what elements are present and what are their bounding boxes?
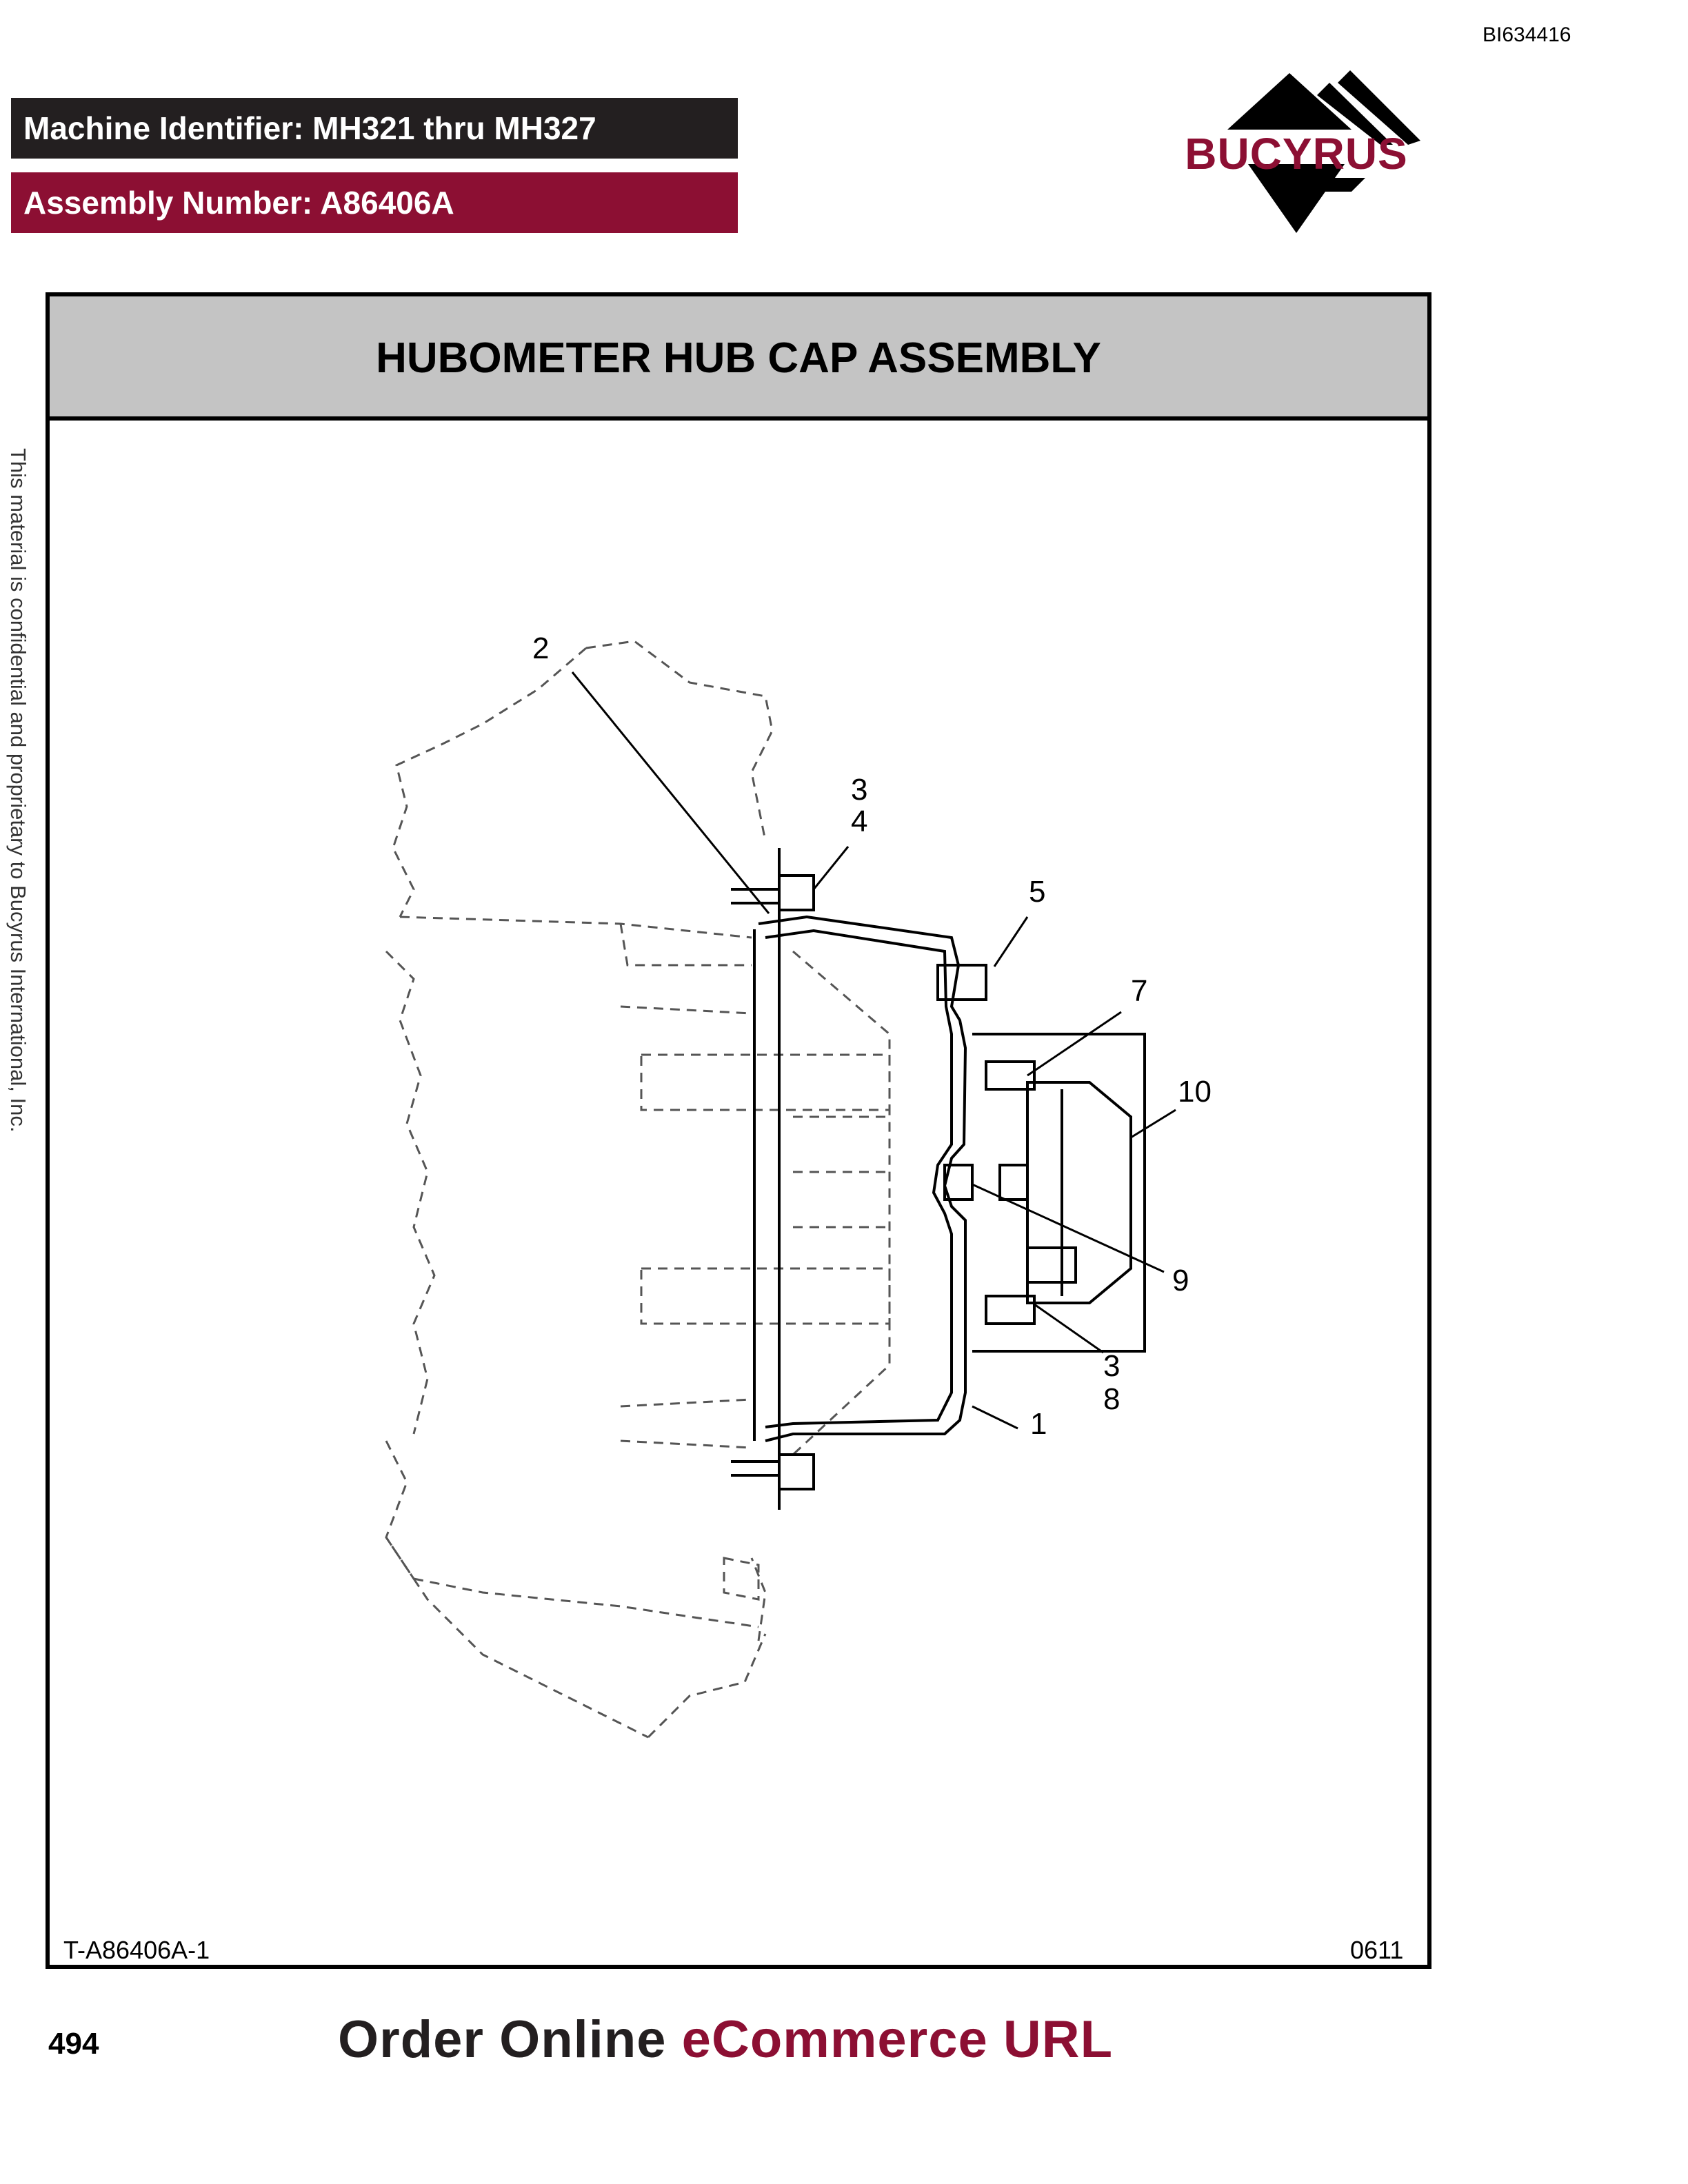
figure-revision: 0611 bbox=[1350, 1936, 1404, 1964]
callout-4: 4 bbox=[851, 805, 867, 838]
callout-10: 10 bbox=[1178, 1075, 1212, 1109]
order-online-banner[interactable]: Order Online eCommerce URL bbox=[338, 2010, 1113, 2070]
bucyrus-pyramid-logo-icon bbox=[1227, 70, 1420, 233]
hub-cap-section bbox=[731, 848, 1146, 1510]
callout-8: 8 bbox=[1103, 1382, 1120, 1416]
order-online-text: Order Online bbox=[338, 2010, 667, 2069]
machine-identifier-bar: Machine Identifier: MH321 thru MH327 bbox=[11, 98, 738, 159]
callout-7: 7 bbox=[1131, 974, 1147, 1008]
page-number: 494 bbox=[48, 2027, 99, 2061]
callout-2: 2 bbox=[532, 631, 549, 665]
callout-9: 9 bbox=[1172, 1264, 1189, 1297]
ecommerce-url-link[interactable]: eCommerce URL bbox=[681, 2010, 1114, 2069]
callout-3-top: 3 bbox=[851, 773, 867, 807]
bucyrus-logo: BUCYRUS bbox=[1145, 68, 1448, 240]
wheel-hub-outline bbox=[385, 640, 891, 1739]
figure-id: T-A86406A-1 bbox=[63, 1936, 210, 1964]
callout-5: 5 bbox=[1029, 875, 1045, 909]
callout-3-bottom: 3 bbox=[1103, 1349, 1120, 1383]
leader-lines bbox=[571, 671, 1176, 1430]
logo-wordmark: BUCYRUS bbox=[1185, 129, 1408, 179]
document-id: BI634416 bbox=[1483, 23, 1571, 46]
assembly-number-bar: Assembly Number: A86406A bbox=[11, 172, 738, 233]
callout-numbers: 2 3 4 5 7 10 9 3 8 1 bbox=[532, 631, 1212, 1441]
callout-1: 1 bbox=[1030, 1407, 1047, 1441]
figure-title: HUBOMETER HUB CAP ASSEMBLY bbox=[50, 296, 1427, 421]
figure-frame: HUBOMETER HUB CAP ASSEMBLY bbox=[46, 292, 1431, 1969]
